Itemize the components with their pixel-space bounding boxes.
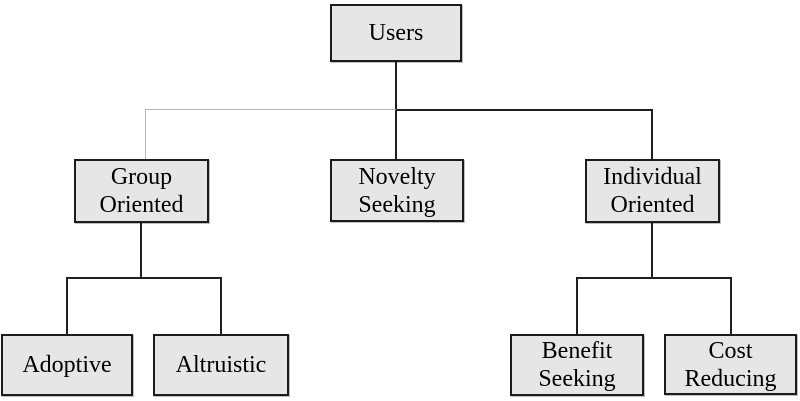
node-group-oriented: Group Oriented (74, 159, 209, 223)
node-cost-reducing-label: Cost Reducing (684, 337, 777, 392)
edge-users-hbar-right (396, 109, 653, 111)
edge-cost-reducing-drop (730, 277, 732, 334)
node-individual-oriented: Individual Oriented (585, 159, 720, 223)
node-cost-reducing: Cost Reducing (664, 334, 797, 395)
node-group-oriented-label: Group Oriented (99, 164, 184, 218)
edge-group-oriented-trunk (140, 223, 142, 278)
edge-altruistic-drop (220, 277, 222, 334)
edge-adoptive-drop (66, 277, 68, 334)
edge-benefit-seeking-drop (576, 277, 578, 334)
node-users-label: Users (368, 20, 424, 46)
node-adoptive: Adoptive (1, 334, 133, 396)
node-adoptive-label: Adoptive (22, 352, 112, 378)
edge-individual-oriented-hbar (576, 277, 732, 279)
node-altruistic-label: Altruistic (175, 352, 267, 378)
edge-users-hbar-left (145, 109, 396, 110)
node-novelty-seeking-label: Novelty Seeking (358, 163, 436, 218)
node-benefit-seeking-label: Benefit Seeking (538, 338, 616, 392)
node-novelty-seeking: Novelty Seeking (330, 159, 464, 222)
edge-group-oriented-drop (145, 109, 146, 159)
node-individual-oriented-label: Individual Oriented (603, 164, 702, 218)
node-users: Users (330, 4, 462, 62)
edge-individual-oriented-trunk (651, 223, 653, 278)
edge-group-oriented-hbar (66, 277, 222, 279)
edge-individual-oriented-drop (651, 109, 653, 159)
node-altruistic: Altruistic (153, 334, 289, 396)
node-benefit-seeking: Benefit Seeking (510, 334, 644, 396)
